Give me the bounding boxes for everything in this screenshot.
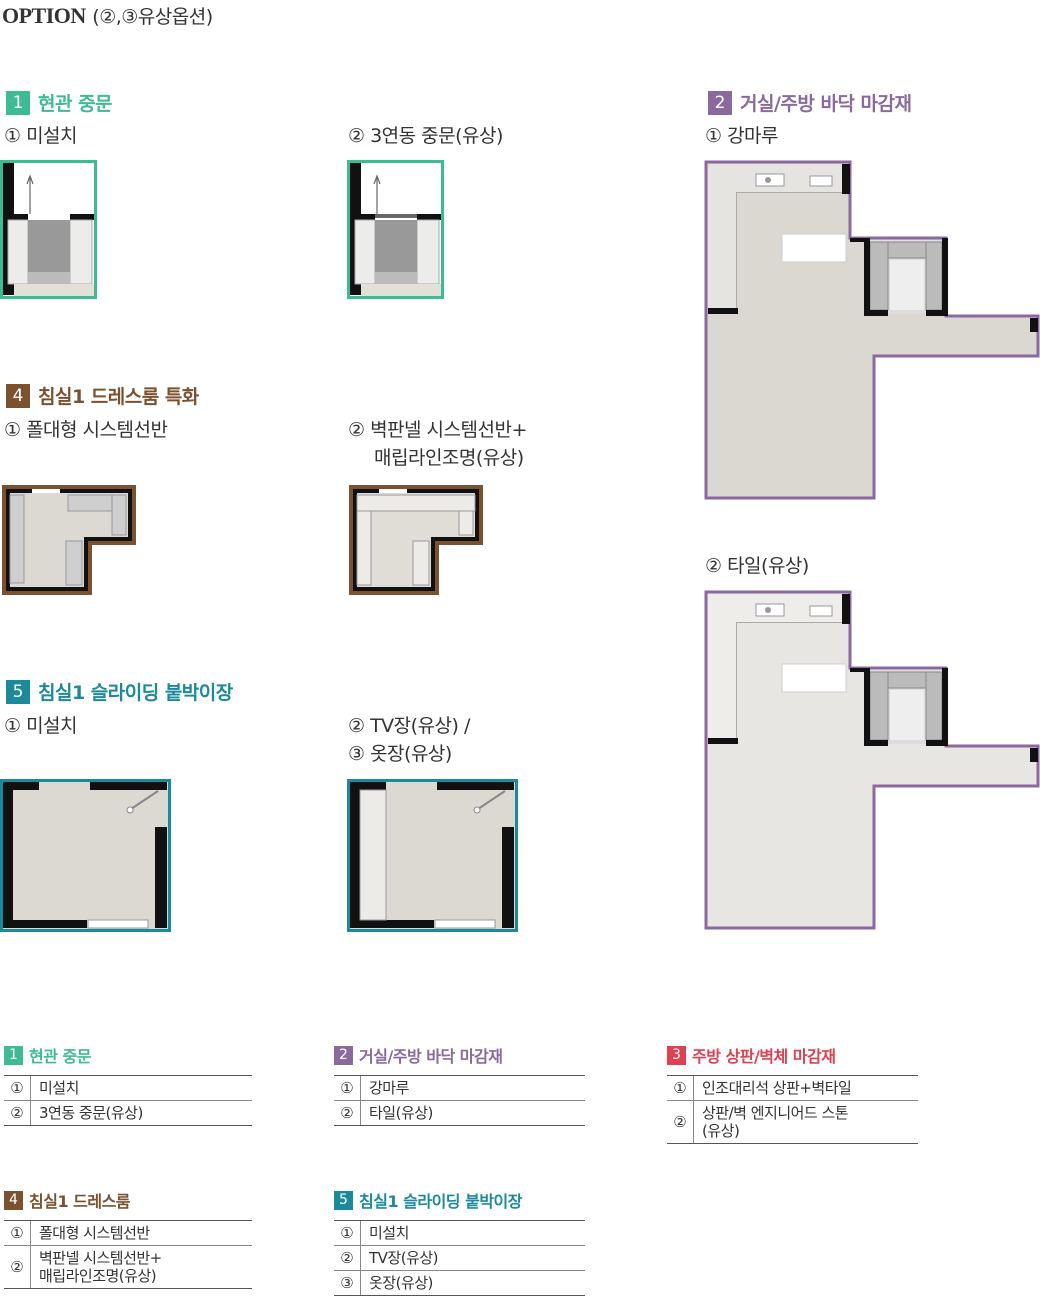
- page-title: OPTION (②,③유상옵션): [2, 2, 213, 29]
- row-text-line: 상판/벽 엔지니어드 스톤: [702, 1104, 849, 1122]
- table-number-badge: 3: [667, 1045, 686, 1065]
- entrance-floorplan-none: [0, 160, 98, 300]
- row-number: ①: [667, 1076, 694, 1100]
- table-header: 4 침실1 드레스룸: [4, 1188, 252, 1212]
- table-title: 주방 상판/벽체 마감재: [692, 1047, 836, 1066]
- option-label: ② TV장(유상) /: [348, 715, 470, 737]
- section-5-header: 5 침실1 슬라이딩 붙박이장: [6, 678, 233, 705]
- row-text: 타일(유상): [369, 1104, 433, 1122]
- table-header: 1 현관 중문: [4, 1043, 252, 1067]
- row-text-line: 벽판넬 시스템선반+: [39, 1249, 162, 1267]
- section-2-header: 2 거실/주방 바닥 마감재: [708, 89, 912, 116]
- section-title: 현관 중문: [38, 93, 113, 115]
- table-row: ② 타일(유상): [334, 1100, 585, 1125]
- option-label: ② 3연동 중문(유상): [348, 125, 503, 147]
- section-number-badge: 1: [6, 90, 30, 115]
- row-text: 미설치: [369, 1224, 409, 1242]
- table-row: ① 인조대리석 상판+벽타일: [667, 1076, 918, 1100]
- options-table: ① 강마루 ② 타일(유상): [334, 1075, 585, 1126]
- row-text: 벽판넬 시스템선반+매립라인조명(유상): [31, 1246, 162, 1288]
- row-number: ②: [334, 1246, 361, 1270]
- summary-table-2: 2 거실/주방 바닥 마감재 ① 강마루 ② 타일(유상): [334, 1043, 585, 1126]
- section-4-header: 4 침실1 드레스룸 특화: [6, 382, 199, 409]
- living-kitchen-floorplan-wood: [704, 160, 1040, 501]
- row-number: ②: [4, 1246, 31, 1288]
- option-label: ② 타일(유상): [705, 555, 809, 577]
- table-number-badge: 1: [4, 1045, 23, 1065]
- table-header: 2 거실/주방 바닥 마감재: [334, 1043, 585, 1067]
- table-row: ① 강마루: [334, 1076, 585, 1100]
- dressroom-floorplan-panel: [347, 483, 487, 597]
- table-row: ① 미설치: [4, 1076, 252, 1100]
- summary-table-5: 5 침실1 슬라이딩 붙박이장 ① 미설치 ② TV장(유상) ③ 옷장(유상): [334, 1188, 585, 1296]
- table-title: 현관 중문: [29, 1047, 91, 1066]
- row-number: ②: [4, 1101, 31, 1125]
- row-text: TV장(유상): [369, 1249, 439, 1267]
- row-number: ①: [334, 1076, 361, 1100]
- row-text-line: 매립라인조명(유상): [39, 1267, 157, 1285]
- option-label: ② 벽판넬 시스템선반+: [348, 419, 527, 441]
- summary-table-1: 1 현관 중문 ① 미설치 ② 3연동 중문(유상): [4, 1043, 252, 1126]
- table-row: ③ 옷장(유상): [334, 1270, 585, 1295]
- table-number-badge: 4: [4, 1190, 23, 1210]
- table-number-badge: 5: [334, 1190, 353, 1210]
- option-label-cont: 매립라인조명(유상): [374, 447, 524, 469]
- row-text: 옷장(유상): [369, 1274, 433, 1292]
- row-text-line: (유상): [702, 1122, 740, 1140]
- table-row: ① 미설치: [334, 1221, 585, 1245]
- section-title: 거실/주방 바닥 마감재: [740, 93, 912, 115]
- table-row: ① 폴대형 시스템선반: [4, 1221, 252, 1245]
- living-kitchen-floorplan-tile: [704, 590, 1040, 931]
- table-title: 거실/주방 바닥 마감재: [359, 1047, 503, 1066]
- table-title: 침실1 슬라이딩 붙박이장: [359, 1192, 522, 1211]
- row-number: ①: [4, 1221, 31, 1245]
- table-row: ② TV장(유상): [334, 1245, 585, 1270]
- option-label: ① 강마루: [705, 125, 779, 147]
- options-table: ① 미설치 ② TV장(유상) ③ 옷장(유상): [334, 1220, 585, 1296]
- table-header: 3 주방 상판/벽체 마감재: [667, 1043, 918, 1067]
- row-number: ②: [334, 1101, 361, 1125]
- title-main: OPTION: [2, 3, 86, 28]
- bedroom-floorplan-none: [0, 779, 172, 933]
- row-text: 강마루: [369, 1079, 409, 1097]
- table-row: ② 3연동 중문(유상): [4, 1100, 252, 1125]
- row-text: 상판/벽 엔지니어드 스톤(유상): [694, 1101, 849, 1143]
- bedroom-floorplan-wardrobe: [347, 779, 519, 933]
- section-number-badge: 5: [6, 679, 30, 704]
- dressroom-floorplan-pole: [0, 483, 140, 597]
- row-text: 폴대형 시스템선반: [39, 1224, 150, 1242]
- option-label: ③ 옷장(유상): [348, 743, 452, 765]
- option-label: ① 미설치: [4, 715, 78, 737]
- entrance-floorplan-3-sliding: [347, 160, 445, 300]
- section-number-badge: 2: [708, 90, 732, 115]
- table-header: 5 침실1 슬라이딩 붙박이장: [334, 1188, 585, 1212]
- section-number-badge: 4: [6, 383, 30, 408]
- table-number-badge: 2: [334, 1045, 353, 1065]
- option-label: ① 폴대형 시스템선반: [4, 419, 168, 441]
- section-title: 침실1 드레스룸 특화: [38, 386, 199, 408]
- row-number: ②: [667, 1101, 694, 1143]
- row-text: 인조대리석 상판+벽타일: [702, 1079, 852, 1097]
- row-text: 3연동 중문(유상): [39, 1104, 143, 1122]
- section-title: 침실1 슬라이딩 붙박이장: [38, 682, 233, 704]
- row-text: 미설치: [39, 1079, 79, 1097]
- row-number: ①: [4, 1076, 31, 1100]
- row-number: ①: [334, 1221, 361, 1245]
- section-1-header: 1 현관 중문: [6, 89, 113, 116]
- title-sub: (②,③유상옵션): [92, 6, 213, 28]
- row-number: ③: [334, 1271, 361, 1295]
- table-title: 침실1 드레스룸: [29, 1192, 131, 1211]
- options-table: ① 미설치 ② 3연동 중문(유상): [4, 1075, 252, 1126]
- option-label: ① 미설치: [4, 125, 78, 147]
